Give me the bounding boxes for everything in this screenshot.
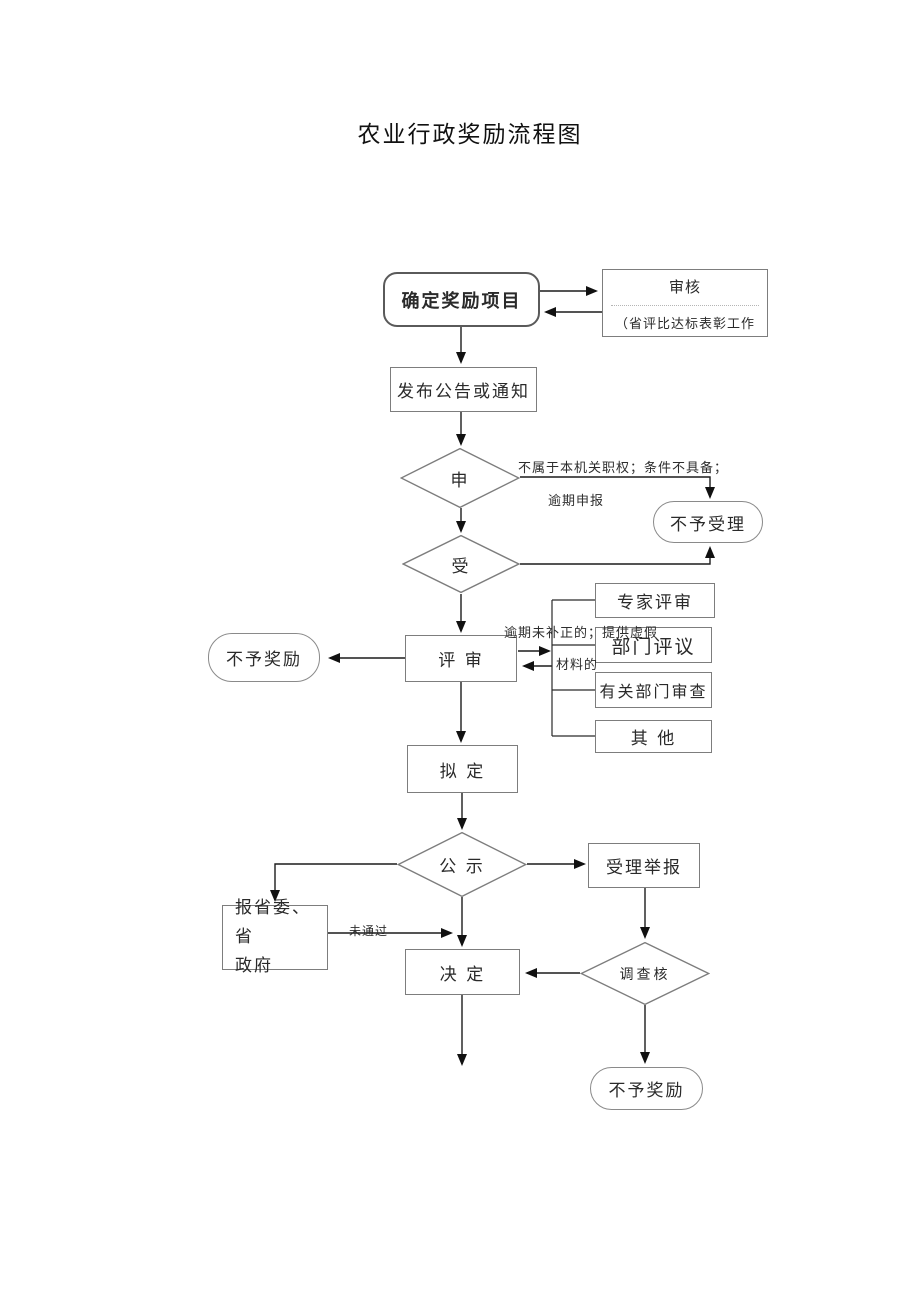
node-expert-review-label: 专家评审: [617, 593, 693, 613]
node-review-subtitle: （省评比达标表彰工作: [615, 317, 756, 332]
page-title: 农业行政奖励流程图: [357, 122, 583, 148]
node-report-gov: 报省委、省 政府: [222, 898, 328, 976]
node-report-gov-line1: 报省委、省: [235, 898, 311, 948]
diamond-shape: [402, 535, 520, 593]
node-draft: 拟 定: [407, 745, 518, 793]
node-no-award: 不予奖励: [208, 633, 320, 682]
node-determine-project: 确定奖励项目: [383, 272, 540, 327]
node-announce: 发布公告或通知: [390, 367, 537, 412]
node-accept-decision: 受: [402, 535, 520, 593]
diamond-shape: [400, 448, 520, 508]
node-investigate-label: 调查核: [619, 966, 671, 983]
annotation-overdue-uncorrected: 逾期未补正的；提供虚假: [504, 626, 659, 641]
node-related-department-check-label: 有关部门审查: [599, 682, 708, 701]
node-review-title: 审核: [611, 276, 759, 306]
node-department-review: 部门评议: [595, 627, 712, 663]
node-other-label: 其 他: [630, 729, 677, 749]
annotation-not-authority: 不属于本机关职权；条件不具备；: [518, 461, 729, 476]
node-apply-decision: 申: [400, 448, 520, 508]
diamond-shape: [580, 942, 710, 1005]
node-determine-project-label: 确定奖励项目: [401, 290, 522, 312]
node-accept-report: 受理举报: [588, 843, 700, 888]
node-apply-decision-label: 申: [450, 470, 470, 491]
arrow-accept-to-reject: [520, 546, 715, 565]
node-decide-label: 决 定: [439, 964, 486, 985]
arrow-apply-to-reject: [520, 476, 715, 499]
diamond-shape: [397, 832, 527, 897]
node-evaluate-label: 评 审: [438, 651, 484, 671]
node-review: 审核 （省评比达标表彰工作: [602, 269, 768, 337]
node-no-award-label: 不予奖励: [226, 650, 302, 670]
annotation-not-passed: 未通过: [349, 924, 389, 938]
node-publicity-label: 公 示: [439, 857, 485, 877]
node-related-department-check: 有关部门审查: [595, 672, 712, 708]
node-expert-review: 专家评审: [595, 583, 715, 618]
node-investigate: 调查核: [580, 942, 710, 1005]
node-other: 其 他: [595, 720, 712, 753]
arrow-publicity-to-gov: [270, 863, 397, 902]
node-reject-accept-label: 不予受理: [670, 514, 746, 535]
annotation-overdue-apply: 逾期申报: [548, 494, 605, 509]
node-announce-label: 发布公告或通知: [397, 382, 530, 402]
node-accept-report-label: 受理举报: [606, 858, 682, 878]
node-reject-accept: 不予受理: [653, 501, 763, 543]
node-draft-label: 拟 定: [439, 761, 486, 782]
node-department-review-label: 部门评议: [611, 635, 696, 658]
node-publicity: 公 示: [397, 832, 527, 897]
node-no-award-final: 不予奖励: [590, 1067, 703, 1110]
node-accept-decision-label: 受: [451, 556, 471, 577]
node-decide: 决 定: [405, 949, 520, 995]
node-report-gov-line2: 政府: [235, 955, 273, 976]
annotation-materials: 材料的: [556, 658, 599, 673]
node-evaluate: 评 审: [405, 635, 517, 682]
node-no-award-final-label: 不予奖励: [608, 1081, 685, 1101]
